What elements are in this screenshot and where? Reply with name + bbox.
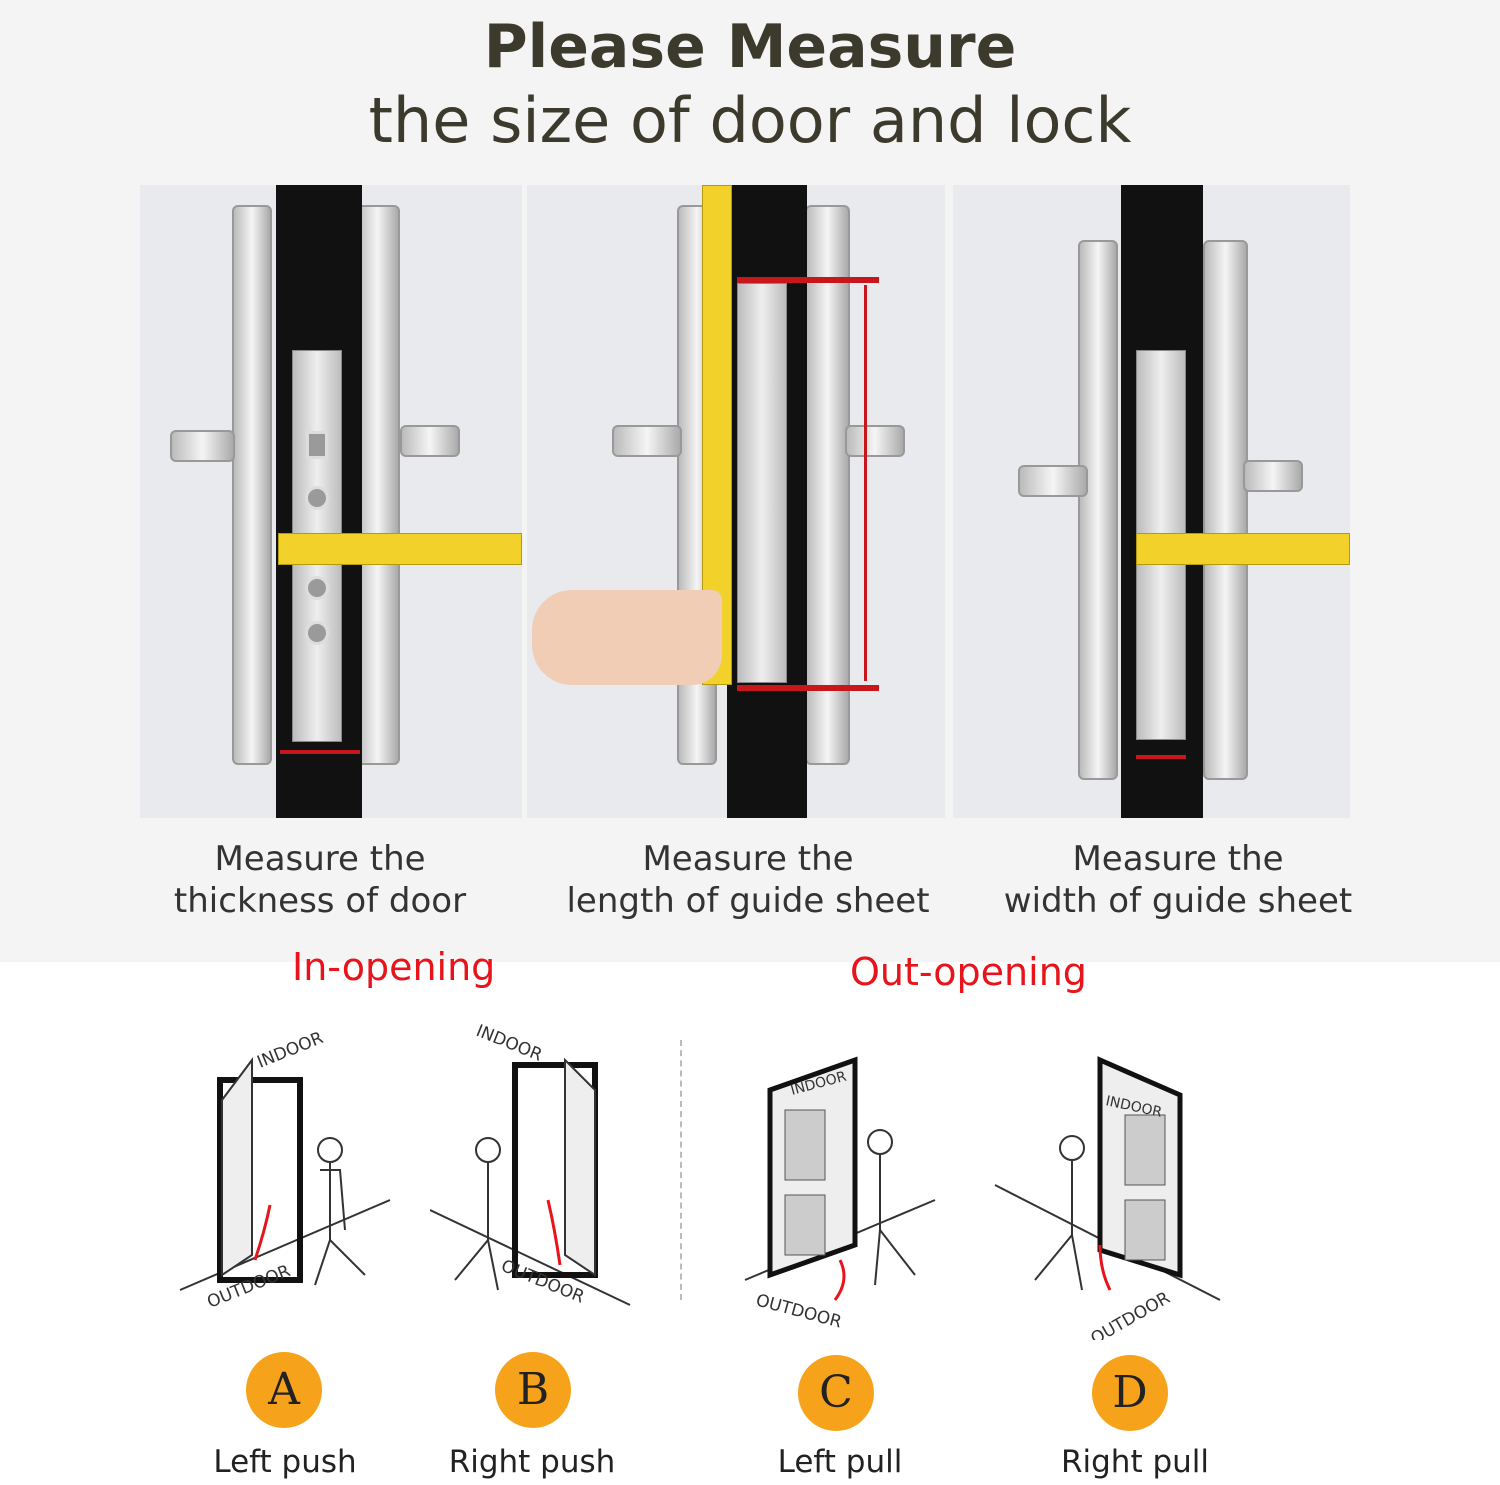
label-left-pull: Left pull [777,1444,903,1480]
tape-measure [1136,533,1350,565]
badge-a: A [246,1352,322,1428]
badge-d: D [1092,1355,1168,1431]
door-diagram-right-push: INDOOR OUTDOOR [430,1021,631,1308]
out-opening-heading: Out-opening [850,950,1087,994]
photo-guide-length [527,185,945,818]
tape-measure [278,533,522,565]
in-opening-heading: In-opening [292,945,496,989]
svg-text:OUTDOOR: OUTDOOR [1088,1288,1174,1340]
measure-line-bottom [737,685,879,691]
hand [532,590,722,685]
page-subtitle: the size of door and lock [368,84,1132,157]
door-diagram-left-pull: INDOOR OUTDOOR [744,1056,936,1333]
measure-arrow [1136,755,1186,759]
svg-text:OUTDOOR: OUTDOOR [754,1291,844,1333]
svg-text:INDOOR: INDOOR [473,1021,545,1066]
door-diagram-left-push: INDOOR OUTDOOR [179,1028,391,1313]
divider [680,1040,682,1300]
door-diagram-right-pull: INDOOR OUTDOOR [994,1056,1221,1340]
photo-guide-width [953,185,1350,818]
badge-c: C [798,1355,874,1431]
label-right-pull: Right pull [1060,1444,1210,1480]
measure-arrow [280,750,360,754]
photo-door-thickness [140,185,522,818]
measure-arrow [864,285,867,681]
measure-section: Please Measure the size of door and lock… [0,0,1500,962]
label-left-push: Left push [213,1444,357,1480]
page-title: Please Measure [483,12,1017,82]
svg-text:INDOOR: INDOOR [254,1028,326,1073]
label-right-push: Right push [448,1444,616,1480]
measure-line-top [737,277,879,283]
badge-b: B [495,1352,571,1428]
